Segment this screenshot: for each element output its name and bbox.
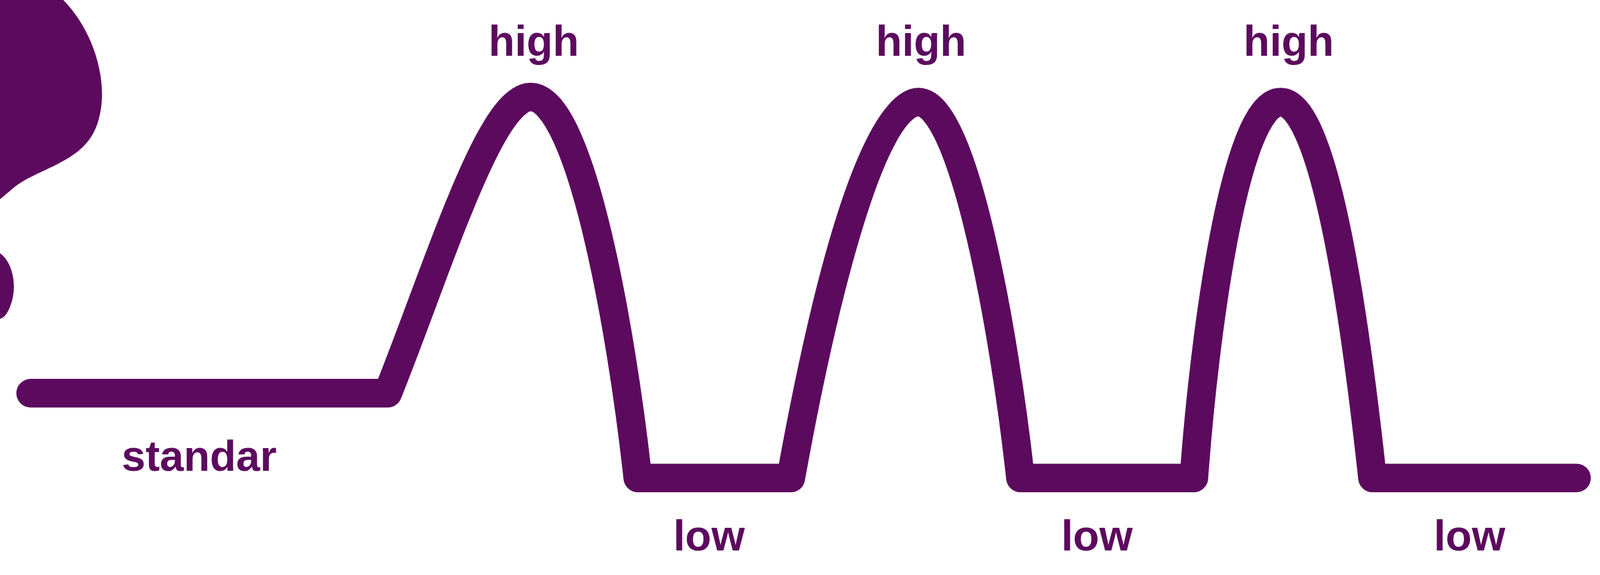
signal-waveform <box>30 96 1577 478</box>
level-label: standar <box>121 434 277 478</box>
decorative-blob <box>0 253 15 319</box>
decorative-blob <box>0 0 102 200</box>
level-label: high <box>875 19 967 63</box>
level-label: low <box>1061 514 1134 558</box>
level-label: high <box>488 19 580 63</box>
level-label: low <box>673 514 746 558</box>
level-label: low <box>1433 514 1506 558</box>
level-label: high <box>1243 19 1335 63</box>
